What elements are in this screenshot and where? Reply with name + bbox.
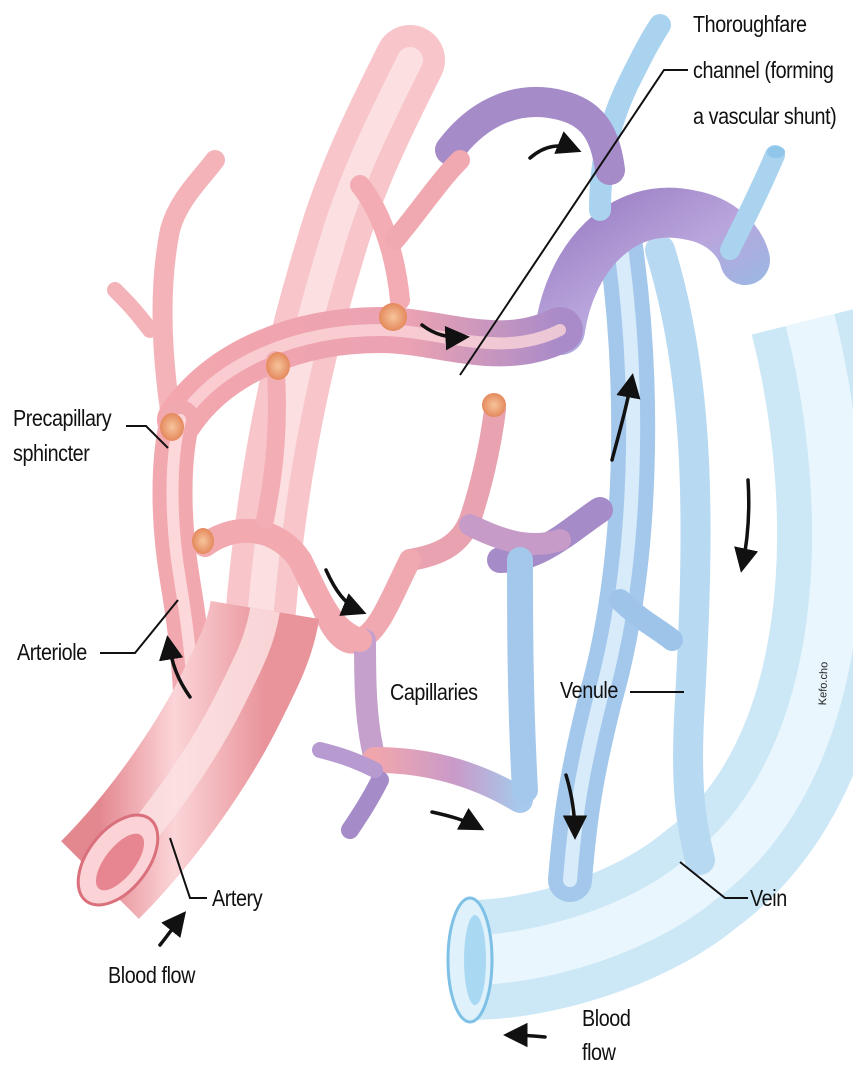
label-blood-flow-left: Blood flow bbox=[108, 963, 195, 987]
flow-arrow-vein-down bbox=[742, 480, 749, 568]
sphincter-1 bbox=[160, 413, 184, 441]
label-vein: Vein bbox=[750, 886, 787, 910]
label-capillaries: Capillaries bbox=[390, 680, 478, 704]
flow-arrow-vein-out bbox=[508, 1035, 545, 1037]
label-precapillary-line1: Precapillary bbox=[13, 406, 111, 430]
label-thoroughfare-line2: channel (forming bbox=[693, 58, 833, 82]
label-precapillary-line2: sphincter bbox=[13, 441, 89, 465]
sphincter-5 bbox=[192, 528, 214, 554]
flow-arrow-top bbox=[530, 146, 577, 158]
flow-arrow-artery-in bbox=[160, 915, 183, 945]
label-thoroughfare-line1: Thoroughfare bbox=[693, 12, 807, 36]
label-venule: Venule bbox=[560, 678, 618, 702]
label-blood-flow-right-line2: flow bbox=[582, 1040, 615, 1064]
capillary-network bbox=[320, 410, 560, 830]
sphincter-4 bbox=[482, 393, 506, 417]
label-artery: Artery bbox=[212, 886, 262, 910]
illustrator-credit: Kefo.cho bbox=[817, 662, 831, 706]
label-arteriole: Arteriole bbox=[17, 640, 87, 664]
sphincter-3 bbox=[379, 303, 407, 331]
flow-arrow-cap-out bbox=[432, 812, 480, 828]
label-blood-flow-right-line1: Blood bbox=[582, 1006, 630, 1030]
sphincter-2 bbox=[266, 352, 290, 380]
label-thoroughfare-line3: a vascular shunt) bbox=[693, 104, 836, 128]
